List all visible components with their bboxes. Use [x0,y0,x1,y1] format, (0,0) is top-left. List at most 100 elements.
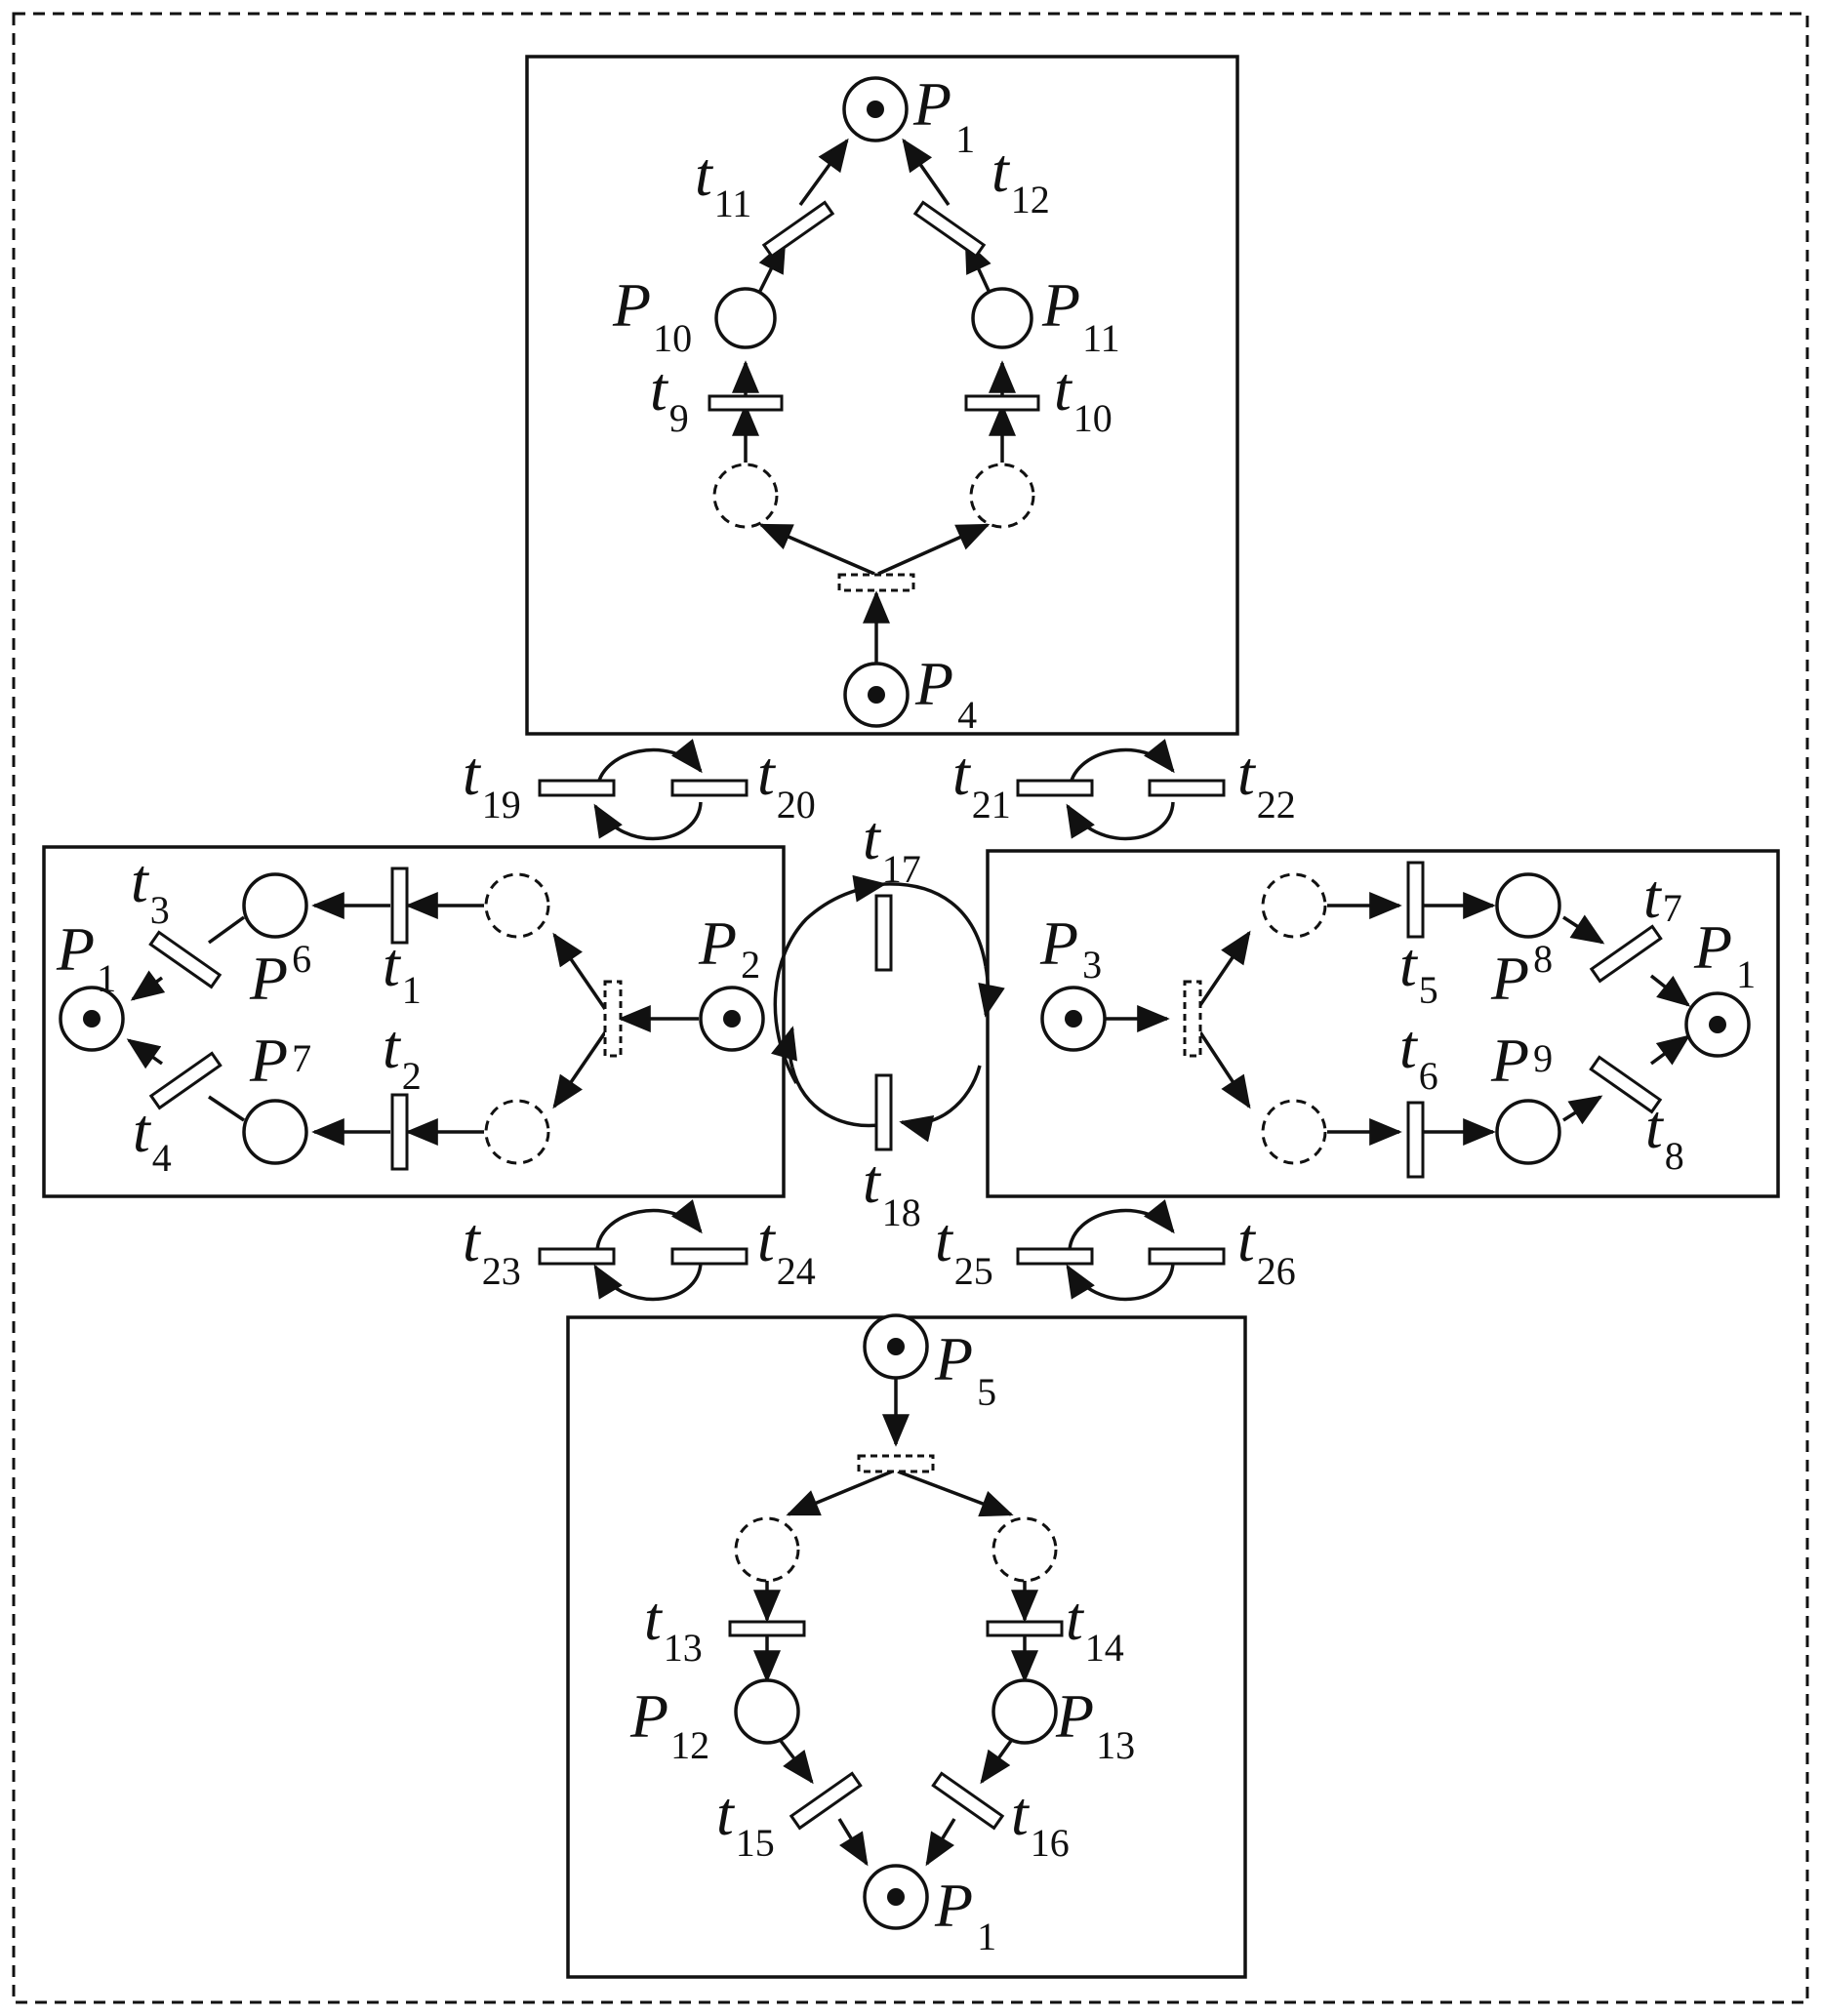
transition-t9 [708,394,784,412]
label-t12: t12 [991,136,1050,222]
place-p13 [991,1678,1058,1745]
transition-t6 [1406,1101,1425,1179]
place-temp-right-top [1261,872,1327,939]
label-p1-left: P1 [56,914,116,1000]
label-t24: t24 [757,1205,816,1293]
left-subnet [59,867,765,1171]
left-subnet-box [42,845,786,1198]
token-icon [83,1010,101,1028]
label-p12: P12 [629,1681,709,1767]
transition-t12 [912,200,987,259]
transition-t4 [148,1051,223,1110]
label-t17: t17 [863,803,921,891]
label-t14: t14 [1066,1584,1124,1670]
transition-split-bottom [857,1454,935,1473]
transition-split-top [837,573,915,592]
transition-t5 [1406,861,1425,939]
label-t21: t21 [952,739,1011,827]
label-t26: t26 [1237,1205,1296,1293]
label-p11: P11 [1041,270,1120,360]
label-t3: t3 [131,846,170,932]
transition-t23 [538,1247,616,1266]
label-p13: P13 [1055,1681,1135,1767]
token-icon [887,1888,905,1906]
place-temp-right-bottom [1261,1099,1327,1165]
token-icon [868,686,885,704]
transition-t1 [390,867,409,945]
transition-t14 [986,1620,1064,1637]
transition-t3 [148,930,223,989]
token-icon [1709,1016,1726,1033]
label-p10: P10 [612,270,692,360]
transition-t15 [789,1771,863,1831]
label-t23: t23 [463,1205,521,1293]
token-icon [867,101,884,118]
label-t6: t6 [1399,1012,1438,1098]
label-t25: t25 [935,1205,993,1293]
transition-t10 [964,394,1040,412]
label-p1-top: P1 [912,69,975,161]
place-p6 [242,872,308,939]
transition-t20 [670,779,749,797]
label-t5: t5 [1399,930,1438,1012]
label-t2: t2 [383,1012,422,1098]
label-t9: t9 [650,354,689,440]
transition-t17 [874,894,893,972]
transition-t19 [538,779,616,797]
label-t8: t8 [1645,1092,1684,1178]
transition-t8 [1589,1055,1663,1114]
place-temp-left-top [484,872,550,939]
label-t22: t22 [1237,739,1296,827]
place-temp-bottom-left [734,1516,800,1583]
transition-t7 [1589,924,1663,984]
transition-t25 [1016,1247,1094,1266]
interconnect-loops [538,739,1226,1302]
place-temp-bottom-right [991,1516,1058,1583]
transition-t16 [931,1771,1005,1831]
place-p8 [1495,872,1561,939]
bottom-subnet [728,1313,1064,1930]
transition-split-right [1183,980,1202,1058]
label-t13: t13 [644,1584,703,1670]
place-p7 [242,1099,308,1165]
transition-t18 [874,1073,893,1151]
token-icon [1065,1010,1082,1028]
label-t16: t16 [1011,1779,1070,1865]
place-temp-top-left [712,463,779,529]
place-p12 [734,1678,800,1745]
label-t10: t10 [1054,354,1113,440]
place-p11 [971,287,1033,349]
transition-t21 [1016,779,1094,797]
right-subnet [1040,861,1751,1179]
token-icon [887,1338,905,1355]
place-p9 [1495,1099,1561,1165]
transition-t22 [1148,779,1226,797]
label-t15: t15 [716,1779,775,1865]
transition-t24 [670,1247,749,1266]
transition-t13 [728,1620,806,1637]
label-t1: t1 [383,930,422,1012]
place-temp-top-right [969,463,1035,529]
label-t18: t18 [863,1147,921,1234]
top-subnet [708,76,1040,728]
label-t4: t4 [133,1096,172,1180]
transition-split-left [603,980,623,1058]
place-p10 [714,287,777,349]
transition-t26 [1148,1247,1226,1266]
label-t19: t19 [463,739,521,827]
place-temp-left-bottom [484,1099,550,1165]
top-subnet-box [525,55,1239,736]
transition-t2 [390,1093,409,1171]
